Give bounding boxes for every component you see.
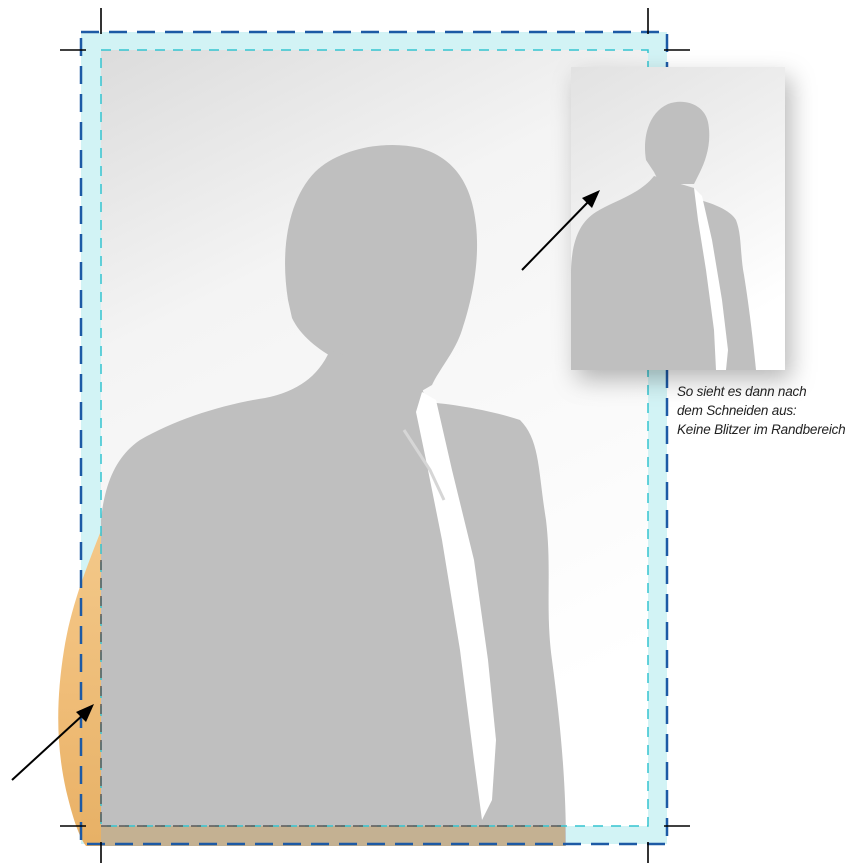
trim-result-caption: So sieht es dann nach dem Schneiden aus:… bbox=[677, 382, 852, 439]
caption-line-2: dem Schneiden aus: bbox=[677, 401, 852, 420]
trimmed-preview bbox=[571, 67, 785, 370]
caption-line-1: So sieht es dann nach bbox=[677, 382, 852, 401]
caption-line-3: Keine Blitzer im Randbereich bbox=[677, 420, 852, 439]
